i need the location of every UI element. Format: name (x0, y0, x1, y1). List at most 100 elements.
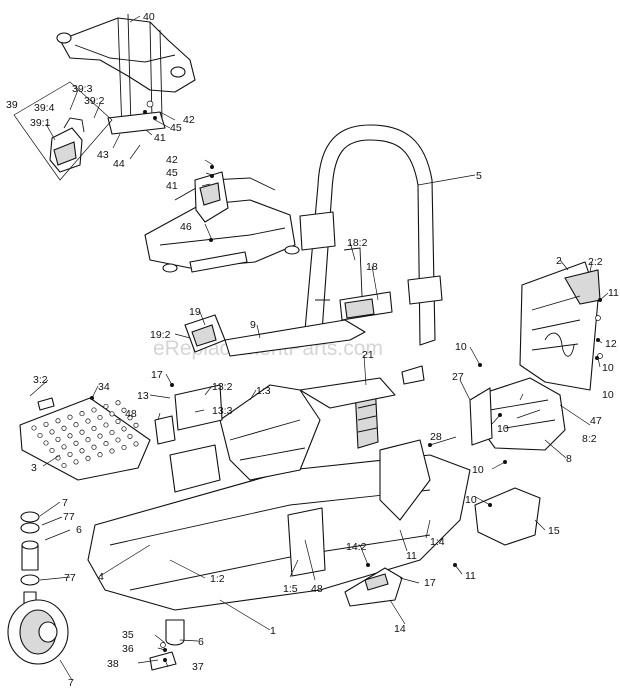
control-handle-39 (13, 81, 113, 181)
footplate-hole (73, 459, 79, 465)
callout-11-right: 11 (608, 287, 619, 299)
callout-39-3: 39:3 (72, 83, 93, 95)
footplate-hole (109, 448, 115, 454)
callout-10-f: 10 (465, 494, 477, 506)
footplate-hole (43, 440, 49, 446)
callout-45: 45 (166, 167, 178, 179)
footplate-hole (55, 436, 61, 442)
callout-40: 40 (143, 11, 155, 23)
callout-39-2: 39:2 (84, 95, 105, 107)
callout-12: 12 (605, 338, 617, 350)
callout-10-c: 10 (602, 389, 614, 401)
callout-5: 5 (476, 170, 482, 182)
footplate-hole (73, 422, 79, 428)
part-3-2 (37, 397, 55, 411)
callout-15: 15 (548, 525, 560, 537)
callout-10-b: 10 (602, 362, 614, 374)
footplate-hole (109, 429, 115, 436)
footplate-hole (97, 452, 103, 458)
callout-11-center: 11 (406, 550, 417, 562)
callout-77-bottom: 77 (64, 572, 76, 584)
plate-14 (344, 567, 403, 607)
callout-3-2: 3:2 (33, 374, 48, 386)
footplate-hole (103, 403, 109, 409)
control-tower-assembly (56, 13, 196, 135)
rear-panel (519, 261, 603, 391)
callout-labels: 40 39 39:3 39:4 39:2 39:1 42 45 41 43 44… (6, 11, 619, 689)
callout-10-d: 10 (497, 423, 509, 435)
callout-14: 14 (394, 623, 406, 635)
seat-mount-frame (144, 171, 300, 273)
bracket-19 (184, 314, 226, 353)
footplate-hole (55, 418, 61, 424)
footplate-hole (79, 448, 85, 454)
footplate-hole (97, 433, 103, 439)
callout-37: 37 (192, 661, 204, 673)
footplate-hole (115, 418, 121, 424)
footplate-hole (127, 415, 133, 421)
callout-45-top: 45 (170, 122, 182, 134)
callout-17-right: 17 (424, 577, 436, 589)
footplate-hole (67, 451, 73, 457)
callout-14-2: 14:2 (346, 541, 367, 553)
callout-7-bottom: 7 (68, 677, 74, 689)
callout-42: 42 (166, 154, 178, 166)
callout-1-4: 1:4 (430, 536, 445, 548)
footplate-hole (103, 441, 109, 447)
footplate-hole (85, 418, 91, 424)
callout-77-top: 77 (63, 511, 75, 523)
callout-13: 13 (137, 390, 149, 402)
footplate-hole (79, 411, 85, 417)
footplate-hole (133, 441, 139, 447)
fastener-dots (90, 110, 602, 662)
callout-1-5: 1:5 (283, 583, 298, 595)
callout-19: 19 (189, 306, 201, 318)
callout-48-center: 48 (311, 583, 323, 595)
side-panel-8 (469, 377, 566, 451)
footplate-hole (91, 407, 97, 413)
callout-4: 4 (98, 571, 104, 583)
callout-44: 44 (113, 158, 125, 170)
callout-42-top: 42 (183, 114, 195, 126)
roll-over-bar (299, 124, 443, 385)
callout-38: 38 (107, 658, 119, 670)
footplate-hole (67, 414, 73, 420)
callout-13-2: 13:2 (212, 381, 233, 393)
callout-46: 46 (180, 221, 192, 233)
callout-11-bottom: 11 (465, 570, 476, 582)
callout-13-3: 13:3 (212, 405, 233, 417)
callout-43: 43 (97, 149, 109, 161)
callout-18-2: 18:2 (347, 237, 368, 249)
footplate-hole (91, 426, 97, 432)
callout-1-3: 1:3 (256, 385, 271, 397)
callout-2-2: 2:2 (588, 256, 603, 268)
callout-41-top: 41 (154, 132, 166, 144)
callout-39-1: 39:1 (30, 117, 51, 129)
callout-48-left: 48 (125, 408, 137, 420)
callout-35: 35 (122, 629, 134, 641)
caster-wheel-assembly (7, 511, 69, 665)
footplate-hole (121, 426, 127, 432)
bracket-18 (339, 247, 393, 321)
footplate-hole (43, 421, 49, 427)
footplate-hole (61, 444, 67, 450)
callout-47: 47 (590, 415, 602, 427)
leader-lines (29, 15, 609, 681)
callout-6-bottom: 6 (198, 636, 204, 648)
footplate-hole (109, 411, 115, 417)
callout-2: 2 (556, 255, 562, 267)
callout-39: 39 (6, 99, 18, 111)
callout-17-left: 17 (151, 369, 163, 381)
callout-39-4: 39:4 (34, 102, 55, 114)
callout-1: 1 (270, 625, 276, 637)
footplate-hole (61, 425, 67, 431)
footplate-hole (31, 425, 37, 431)
callout-27: 27 (452, 371, 464, 383)
callout-8: 8 (566, 453, 572, 465)
footplate-holes (31, 400, 139, 469)
footplate-hole (121, 444, 127, 451)
footplate-hole (67, 433, 73, 439)
callout-34: 34 (98, 381, 110, 393)
footplate-hole (115, 400, 121, 406)
